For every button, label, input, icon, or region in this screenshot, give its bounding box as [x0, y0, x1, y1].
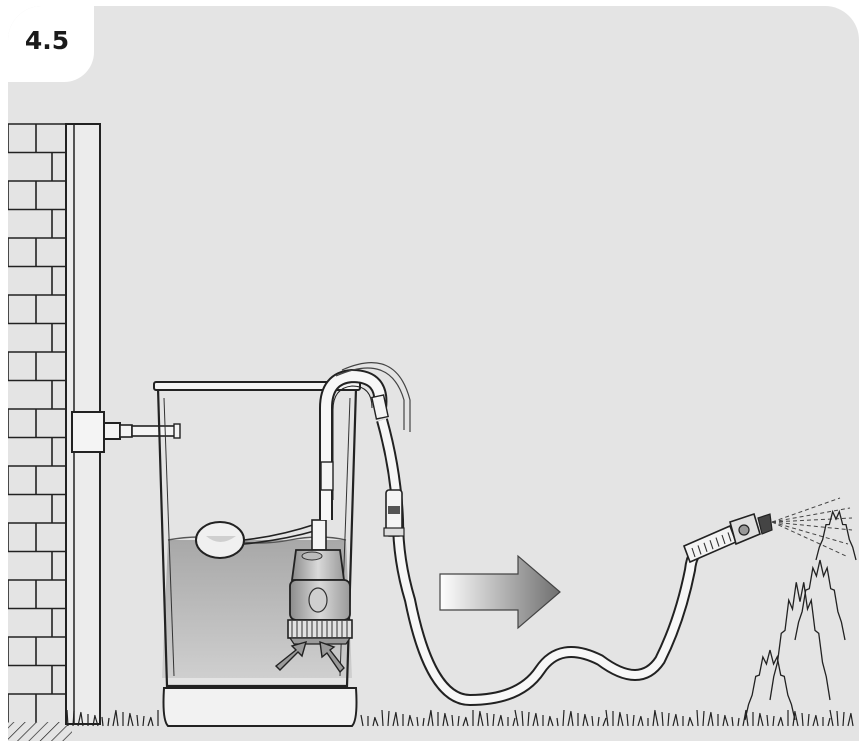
- figure-panel: 4.5: [8, 6, 859, 741]
- water-spray: [772, 498, 852, 556]
- drainpipe-icon: [66, 124, 180, 724]
- flow-direction-arrow-icon: [440, 556, 560, 628]
- figure-label: 4.5: [25, 26, 69, 55]
- ground-hatch: [8, 722, 72, 741]
- grass-plant-icon: [745, 512, 856, 720]
- spray-nozzle-icon: [684, 514, 772, 562]
- pump-scene: [8, 6, 859, 741]
- brick-wall-icon: [8, 124, 66, 723]
- garden-hose-icon: [382, 420, 704, 700]
- figure-badge: 4.5: [8, 6, 94, 82]
- tank-base: [164, 688, 357, 726]
